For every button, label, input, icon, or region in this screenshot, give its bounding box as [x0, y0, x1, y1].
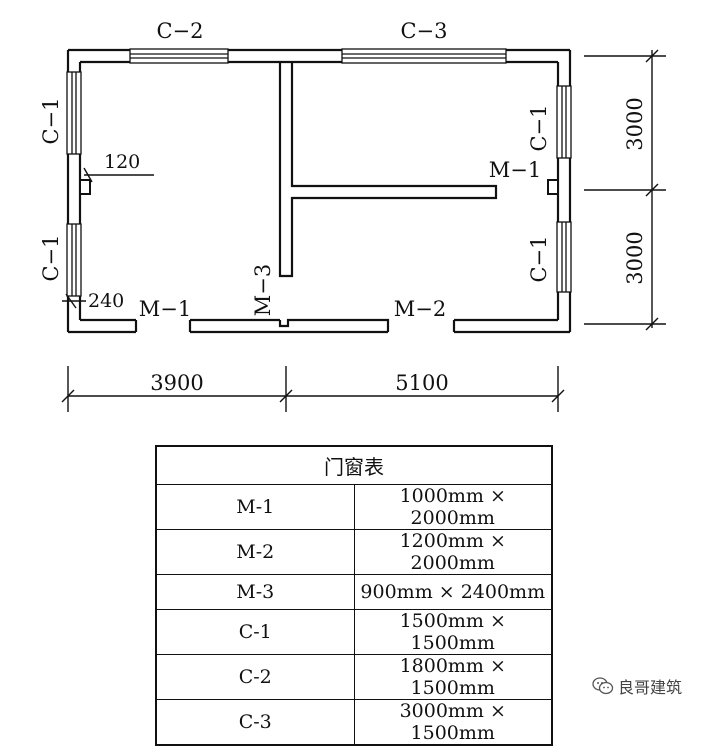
- label-window-c2: C−2: [156, 19, 203, 43]
- schedule-title: 门窗表: [155, 445, 553, 485]
- wechat-icon: [592, 677, 614, 695]
- watermark: 良哥建筑: [592, 674, 682, 698]
- label-wall-120: 120: [104, 151, 140, 173]
- window-c1-left-lower: [66, 223, 82, 297]
- wall-jamb-right: [547, 179, 559, 195]
- label-door-m1-front: M−1: [139, 297, 191, 321]
- schedule-size: 1500mm × 1500mm: [353, 609, 553, 655]
- label-window-c1-right-lower: C−1: [527, 235, 551, 282]
- window-c1-right-lower: [556, 221, 572, 293]
- label-window-c1-right-upper: C−1: [527, 104, 551, 151]
- window-c1-left-upper: [66, 71, 82, 155]
- schedule-size: 3000mm × 1500mm: [353, 699, 553, 746]
- table-row: M-2 1200mm × 2000mm: [155, 529, 553, 575]
- schedule-code: M-2: [155, 529, 355, 575]
- exterior-wall-bottom: [68, 318, 570, 334]
- schedule-size: 900mm × 2400mm: [353, 574, 553, 610]
- label-window-c1-left-upper: C−1: [39, 97, 63, 144]
- table-row: C-2 1800mm × 1500mm: [155, 654, 553, 700]
- horizontal-dimension-line: [61, 366, 565, 412]
- schedule-code: M-3: [155, 574, 355, 610]
- schedule-code: C-1: [155, 609, 355, 655]
- schedule-size: 1800mm × 1500mm: [353, 654, 553, 700]
- table-row: C-3 3000mm × 1500mm: [155, 699, 553, 746]
- vertical-dimension-line: [584, 49, 666, 331]
- label-door-m1-interior: M−1: [489, 158, 541, 182]
- door-window-schedule: 门窗表 M-1 1000mm × 2000mm M-2 1200mm × 200…: [155, 445, 553, 746]
- label-window-c1-left-lower: C−1: [39, 234, 63, 281]
- label-wall-240: 240: [88, 290, 124, 312]
- schedule-size: 1200mm × 2000mm: [353, 529, 553, 575]
- table-row: C-1 1500mm × 1500mm: [155, 609, 553, 655]
- dim-width-right: 5100: [395, 371, 448, 395]
- label-door-m2: M−2: [394, 297, 446, 321]
- window-c2: [129, 48, 229, 64]
- schedule-size: 1000mm × 2000mm: [353, 484, 553, 530]
- schedule-code: C-3: [155, 699, 355, 746]
- dim-height-lower: 3000: [623, 231, 647, 284]
- label-door-m3: M−3: [251, 264, 275, 316]
- table-row: M-1 1000mm × 2000mm: [155, 484, 553, 530]
- interior-wall-vertical: [278, 62, 498, 278]
- schedule-code: C-2: [155, 654, 355, 700]
- floor-plan: C−2 C−3 C−1 C−1 C−1 C−1 M−1 M−2 M−3 M−1 …: [39, 19, 666, 412]
- schedule-code: M-1: [155, 484, 355, 530]
- table-row: M-3 900mm × 2400mm: [155, 574, 553, 610]
- window-c1-right-upper: [556, 85, 572, 159]
- window-c3: [341, 48, 507, 64]
- dim-width-left: 3900: [150, 371, 203, 395]
- watermark-text: 良哥建筑: [618, 678, 683, 697]
- wall-jamb-left: [79, 179, 91, 195]
- label-window-c3: C−3: [400, 19, 447, 43]
- dim-height-upper: 3000: [623, 97, 647, 150]
